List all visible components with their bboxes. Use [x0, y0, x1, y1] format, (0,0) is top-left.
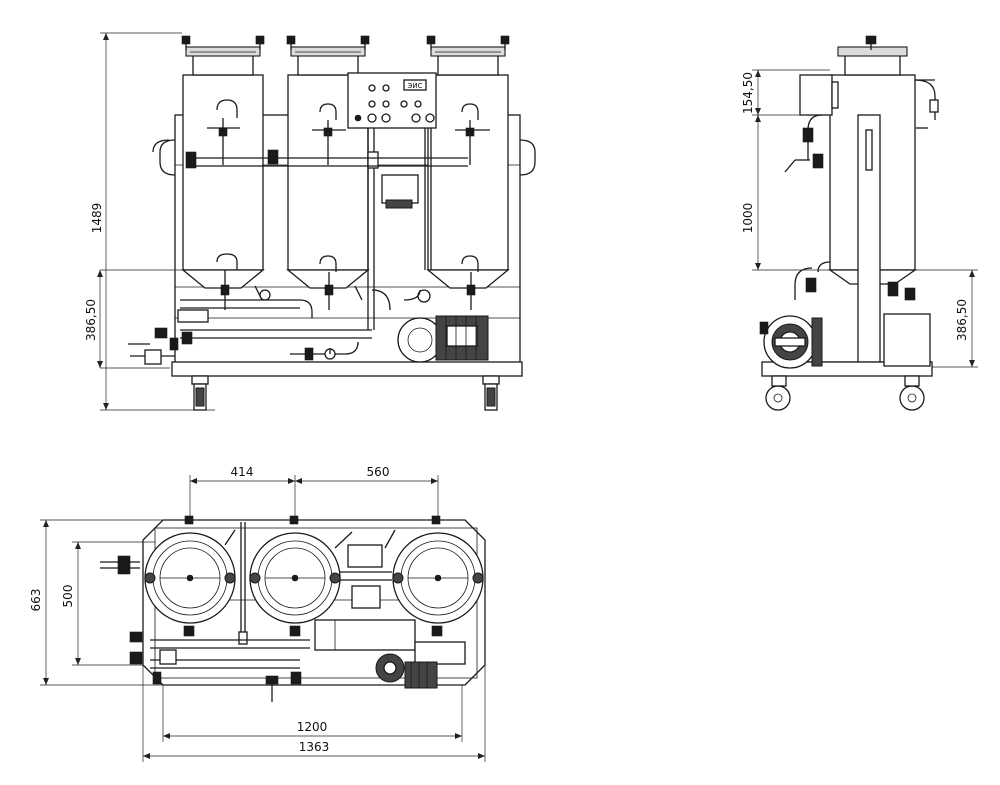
top-view: 414 560 663 500 1200 1363 [29, 465, 486, 762]
tank-right [417, 35, 510, 310]
top-tank-middle [249, 532, 341, 624]
dim-spacing-right: 560 [367, 465, 390, 479]
front-wheels [191, 375, 500, 411]
side-dimensions: 154,50 1000 386,50 [741, 69, 978, 368]
top-dimensions: 414 560 663 500 1200 1363 [29, 465, 486, 762]
dim-depth-outer: 663 [29, 589, 43, 612]
tank-left [181, 35, 271, 310]
dim-width-outer: 1363 [299, 740, 330, 754]
dim-overall-height: 1489 [90, 203, 104, 234]
front-piping [128, 128, 536, 365]
side-view: 154,50 1000 386,50 [741, 35, 978, 411]
dim-side-middle: 1000 [741, 203, 755, 234]
side-wheels [765, 375, 925, 411]
dim-side-lower: 386,50 [955, 299, 969, 341]
top-tank-left [144, 532, 236, 624]
top-piping [100, 515, 443, 702]
front-view: ЭИС [84, 32, 536, 411]
dim-side-top: 154,50 [741, 72, 755, 114]
dim-lower-height-front: 386,50 [84, 299, 98, 341]
side-pump [759, 315, 823, 369]
side-frame [761, 79, 939, 377]
dim-depth-inner: 500 [61, 585, 75, 608]
dim-spacing-left: 414 [231, 465, 254, 479]
control-panel: ЭИС [347, 72, 437, 129]
side-panel-box [799, 74, 839, 116]
tank-middle [286, 35, 370, 310]
top-tank-right [392, 532, 484, 624]
dim-width-inner: 1200 [297, 720, 328, 734]
top-filter [224, 529, 396, 609]
side-valves [784, 114, 916, 301]
front-pump-motor [397, 315, 489, 363]
front-dimensions: 1489 386,50 [84, 32, 215, 411]
side-motor [883, 313, 931, 367]
top-panel-motor [314, 619, 466, 689]
panel-label: ЭИС [407, 82, 422, 90]
